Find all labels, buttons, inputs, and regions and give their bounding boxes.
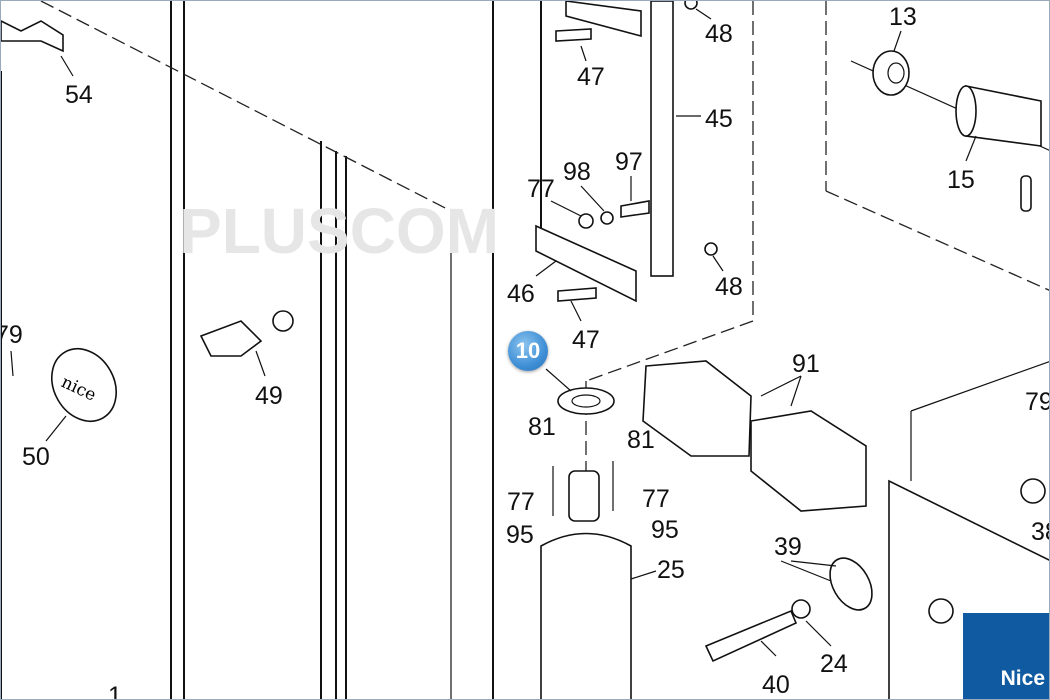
label-77[interactable]: 77 [507, 488, 535, 516]
label-1[interactable]: 1 [108, 682, 122, 700]
label-98[interactable]: 98 [563, 158, 591, 186]
label-39[interactable]: 39 [774, 533, 802, 561]
label-48[interactable]: 48 [715, 273, 743, 301]
nice-logo: Nice [963, 613, 1049, 699]
label-81[interactable]: 81 [528, 413, 556, 441]
label-48[interactable]: 48 [705, 20, 733, 48]
label-79[interactable]: 79 [1, 321, 23, 349]
label-95[interactable]: 95 [651, 516, 679, 544]
label-38[interactable]: 38 [1031, 518, 1050, 546]
label-47[interactable]: 47 [577, 63, 605, 91]
label-46[interactable]: 46 [507, 280, 535, 308]
leader-lines [10, 8, 977, 657]
watermark: PLUSCOM [179, 195, 499, 267]
label-45[interactable]: 45 [705, 105, 733, 133]
label-81[interactable]: 81 [627, 426, 655, 454]
selected-part-badge[interactable]: 10 [508, 331, 548, 371]
label-24[interactable]: 24 [820, 650, 848, 678]
label-54[interactable]: 54 [65, 81, 93, 109]
label-95[interactable]: 95 [506, 521, 534, 549]
label-77[interactable]: 77 [642, 485, 670, 513]
label-97[interactable]: 97 [615, 148, 643, 176]
label-47[interactable]: 47 [572, 326, 600, 354]
part-labels: 54 47 48 45 13 15 77 98 97 46 48 47 79 4… [1, 3, 1050, 700]
label-13[interactable]: 13 [889, 3, 917, 31]
label-79[interactable]: 79 [1025, 388, 1050, 416]
label-50[interactable]: 50 [22, 443, 50, 471]
label-91[interactable]: 91 [792, 350, 820, 378]
label-15[interactable]: 15 [947, 166, 975, 194]
label-49[interactable]: 49 [255, 382, 283, 410]
label-77[interactable]: 77 [527, 175, 555, 203]
label-40[interactable]: 40 [762, 671, 790, 699]
label-25[interactable]: 25 [657, 556, 685, 584]
